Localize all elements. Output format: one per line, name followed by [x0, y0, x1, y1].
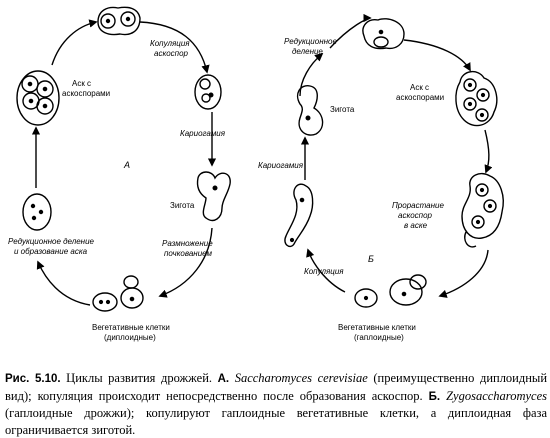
arrow-zygote-to-reduction: [299, 52, 324, 97]
zygote-label-b: Зигота: [330, 105, 355, 114]
ascus-label-b-1: Аск с: [410, 83, 429, 92]
arrow-zygote-to-budding: [158, 227, 213, 298]
figure-caption: Рис. 5.10. Циклы развития дрожжей. А. Sa…: [5, 370, 547, 438]
arrow-copulation-to-karyogamy: [139, 21, 210, 74]
reduction-label-a-2: и образование аска: [14, 247, 88, 256]
arrow-copulation-b: [306, 248, 346, 293]
vegetative-label-a-1: Вегетативные клетки: [92, 323, 170, 332]
arrow-ascus-to-copulation: [51, 19, 98, 66]
haploid-top-cells-b: [362, 18, 405, 50]
arrow-ascus-to-germination: [484, 129, 493, 174]
panel-b-letter: Б: [368, 254, 374, 264]
arrow-reduction-to-ascus-b: [329, 13, 372, 49]
panel-b: [284, 13, 504, 308]
caption-text-2: (преимущественно диплоидный вид); копуля…: [5, 371, 548, 403]
germination-label-b-2: аскоспор: [398, 211, 433, 220]
copulation-label-a-2: аскоспор: [154, 49, 189, 58]
caption-species-a: Saccharomyces cerevisiae: [234, 371, 368, 385]
copulation-label-a-1: Копуляция: [150, 39, 190, 48]
vegetative-label-a-2: (диплоидные): [104, 333, 156, 342]
ascus-with-ascospores-a: [16, 70, 60, 126]
reduction-label-a-1: Редукционное деление: [8, 237, 95, 246]
ascus-with-ascospores-b: [455, 71, 498, 127]
panel-a-labels: Аск с аскоспорами Копуляция аскоспор Кар…: [8, 39, 226, 342]
caption-a-marker: А.: [217, 373, 230, 385]
panel-a: [16, 6, 231, 312]
budding-label-a-1: Размножение: [162, 239, 213, 248]
caption-text-1: Циклы развития дрожжей.: [60, 371, 218, 385]
yeast-life-cycle-diagram: Аск с аскоспорами Копуляция аскоспор Кар…: [8, 6, 504, 342]
budding-label-a-2: почкованием: [164, 249, 213, 258]
karyogamy-label-b: Кариогамия: [258, 161, 304, 170]
forming-ascus-a: [22, 193, 52, 231]
copulation-label-b: Копуляция: [304, 267, 344, 276]
panel-a-letter: А: [123, 160, 130, 170]
zygote-label-a: Зигота: [170, 201, 195, 210]
germination-label-b-3: в аске: [404, 221, 428, 230]
vegetative-cells-haploid: [354, 274, 427, 308]
conjugating-cells-b: [284, 183, 314, 248]
vegetative-label-b-2: (гаплоидные): [354, 333, 404, 342]
vegetative-label-b-1: Вегетативные клетки: [338, 323, 416, 332]
arrow-vegetative-to-reduction: [36, 260, 91, 306]
caption-b-marker: Б.: [428, 390, 441, 403]
reduction-label-b-1: Редукционное: [284, 37, 337, 46]
arrow-germination-to-vegetative: [438, 249, 489, 298]
karyogamy-cell-a: [194, 74, 222, 110]
ascus-label-a-1: Аск с: [72, 79, 91, 88]
caption-figure-number: Рис. 5.10.: [5, 373, 61, 385]
vegetative-cells-diploid: [92, 275, 144, 312]
arrow-top-to-ascus-b: [403, 39, 471, 72]
reduction-label-b-2: деление: [292, 47, 323, 56]
caption-species-b: Zygosaccharomyces: [446, 388, 547, 403]
germinating-ascospores-b: [461, 172, 504, 248]
copulating-ascospores: [97, 6, 141, 36]
ascus-label-a-2: аскоспорами: [62, 89, 110, 98]
ascus-label-b-2: аскоспорами: [396, 93, 444, 102]
panel-b-labels: Редукционное деление Зигота Аск с аскосп…: [258, 37, 444, 342]
karyogamy-label-a: Кариогамия: [180, 129, 226, 138]
zygote-b: [296, 85, 324, 136]
caption-text-3: (гаплоидные дрожжи); копулируют гаплоидн…: [5, 406, 547, 437]
zygote-a: [196, 171, 231, 222]
germination-label-b-1: Прорастание: [392, 201, 444, 210]
